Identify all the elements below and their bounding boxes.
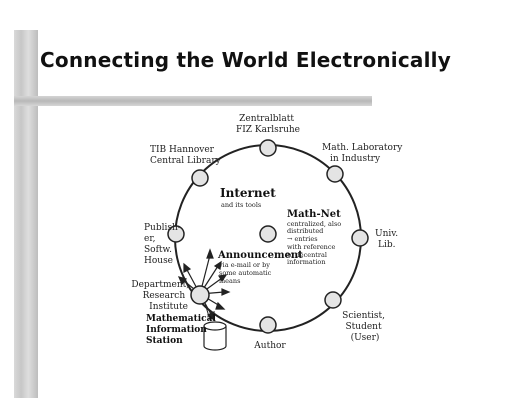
node-scientist bbox=[324, 291, 342, 309]
label-tib: TIB Hannover Central Library bbox=[150, 145, 222, 166]
label-zentralblatt: Zentralblatt FIZ Karlsruhe bbox=[236, 114, 300, 135]
arrow-head-1 bbox=[206, 248, 214, 259]
node-tib bbox=[191, 169, 209, 187]
label-announcement-desc: via e-mail or by some automatic means bbox=[218, 261, 273, 285]
label-math-lab: Math. Laboratory in Industry bbox=[322, 143, 405, 164]
label-internet-title: Internet bbox=[220, 186, 276, 200]
arrow-head-6 bbox=[206, 311, 215, 322]
arrow-head-5 bbox=[215, 301, 226, 310]
node-department bbox=[190, 285, 210, 305]
left-bar-texture bbox=[14, 30, 38, 398]
arrow-head-8 bbox=[177, 276, 188, 286]
arrow-head-2 bbox=[213, 260, 222, 270]
label-math-net-desc: centralized, also distributed → entries … bbox=[287, 220, 343, 266]
node-math-lab bbox=[326, 165, 344, 183]
label-announcement-title: Announcement bbox=[217, 250, 303, 261]
node-univ bbox=[351, 229, 369, 247]
label-author: Author bbox=[253, 341, 286, 351]
node-zentralblatt bbox=[259, 139, 277, 157]
label-math-net-title: Math-Net bbox=[287, 209, 341, 220]
arrow-head-4 bbox=[221, 288, 231, 296]
arrow-head-3 bbox=[218, 274, 228, 283]
title-underline-bar bbox=[14, 96, 372, 106]
left-decorative-bar bbox=[0, 0, 44, 400]
slide-title: Connecting the World Electronically bbox=[40, 48, 451, 72]
arrow-head-7 bbox=[183, 262, 192, 273]
label-internet-subtitle: and its tools bbox=[221, 201, 261, 209]
database-cylinder-icon bbox=[203, 321, 227, 351]
label-univ: Univ. Lib. bbox=[375, 229, 401, 250]
label-scientist: Scientist, Student (User) bbox=[342, 311, 388, 343]
node-author bbox=[259, 316, 277, 334]
label-department: Department, Research Institute bbox=[131, 280, 192, 312]
node-math-net bbox=[259, 225, 277, 243]
label-publisher: Publish- er, Softw. House bbox=[144, 223, 184, 266]
label-station: Mathematical Information Station bbox=[146, 314, 219, 346]
node-publisher bbox=[167, 225, 185, 243]
